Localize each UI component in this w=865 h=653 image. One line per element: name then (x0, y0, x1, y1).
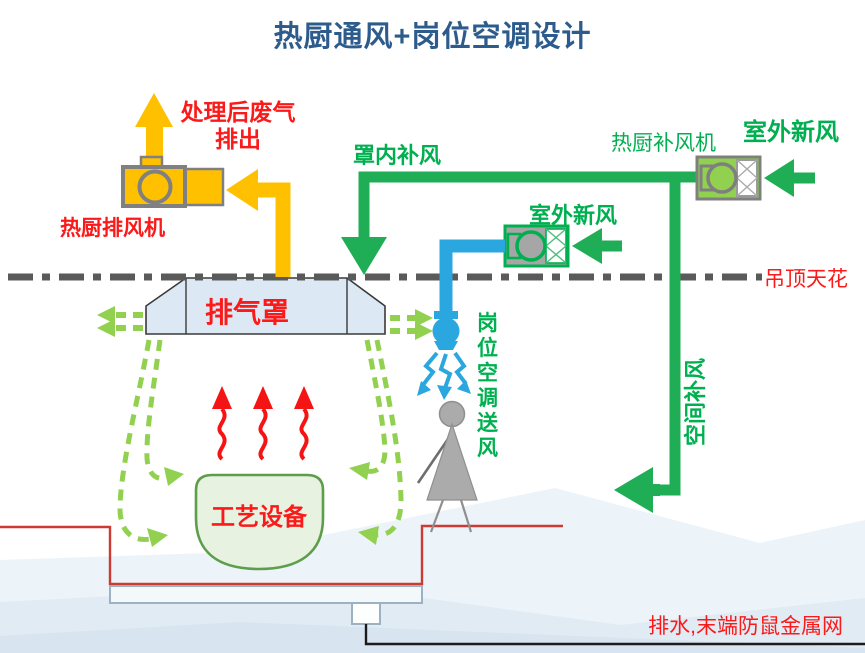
treated-exhaust-label: 处理后废气 排出 (168, 99, 308, 153)
exhaust-hood (145, 277, 386, 335)
process-equipment (194, 473, 325, 571)
diagram-title: 热厨通风+岗位空调设计 (273, 21, 592, 53)
ac-air-spread-arrows (417, 351, 471, 400)
process-equipment-label: 工艺设备 (211, 504, 307, 531)
heat-arrows (212, 386, 314, 461)
station-ac-label: 岗位空调送风 (477, 312, 498, 460)
exhaust-duct-arrow (226, 169, 291, 277)
airflow-curves (117, 339, 404, 542)
ac-duct (439, 239, 505, 314)
treated-exhaust-line1: 处理后废气 (180, 99, 296, 125)
hood-supply-label: 罩内补风 (353, 143, 442, 168)
supply-fan-label: 热厨补风机 (611, 132, 716, 155)
treated-exhaust-line2: 排出 (215, 126, 261, 152)
person-figure (416, 400, 478, 533)
exhaust-fan-icon (121, 93, 225, 208)
exhaust-hood-label: 排气罩 (204, 297, 289, 328)
fresh-air-fan-icon (503, 224, 570, 268)
outdoor-air-label-mid: 室外新风 (529, 203, 618, 228)
hood-supply-duct (341, 171, 700, 275)
ceiling-label: 吊顶天花 (764, 268, 848, 291)
outdoor-air-arrow-mid (572, 228, 622, 264)
drain-pipe-line (364, 624, 865, 646)
drain-tray (109, 585, 423, 625)
airflow-curve-arrowheads (147, 462, 379, 547)
exhaust-fan-label: 热厨排风机 (60, 217, 165, 240)
space-supply-label: 空间补风 (683, 358, 708, 447)
drain-note-label: 排水,末端防鼠金属网 (648, 615, 843, 638)
hood-side-arrows (97, 306, 433, 340)
supply-fan-icon (695, 155, 762, 201)
outdoor-air-label-top: 室外新风 (743, 119, 839, 146)
air-nozzle-icon (432, 311, 460, 350)
pit-outline (0, 524, 563, 586)
space-supply-duct (614, 180, 681, 513)
outdoor-air-arrow-top (764, 159, 815, 197)
